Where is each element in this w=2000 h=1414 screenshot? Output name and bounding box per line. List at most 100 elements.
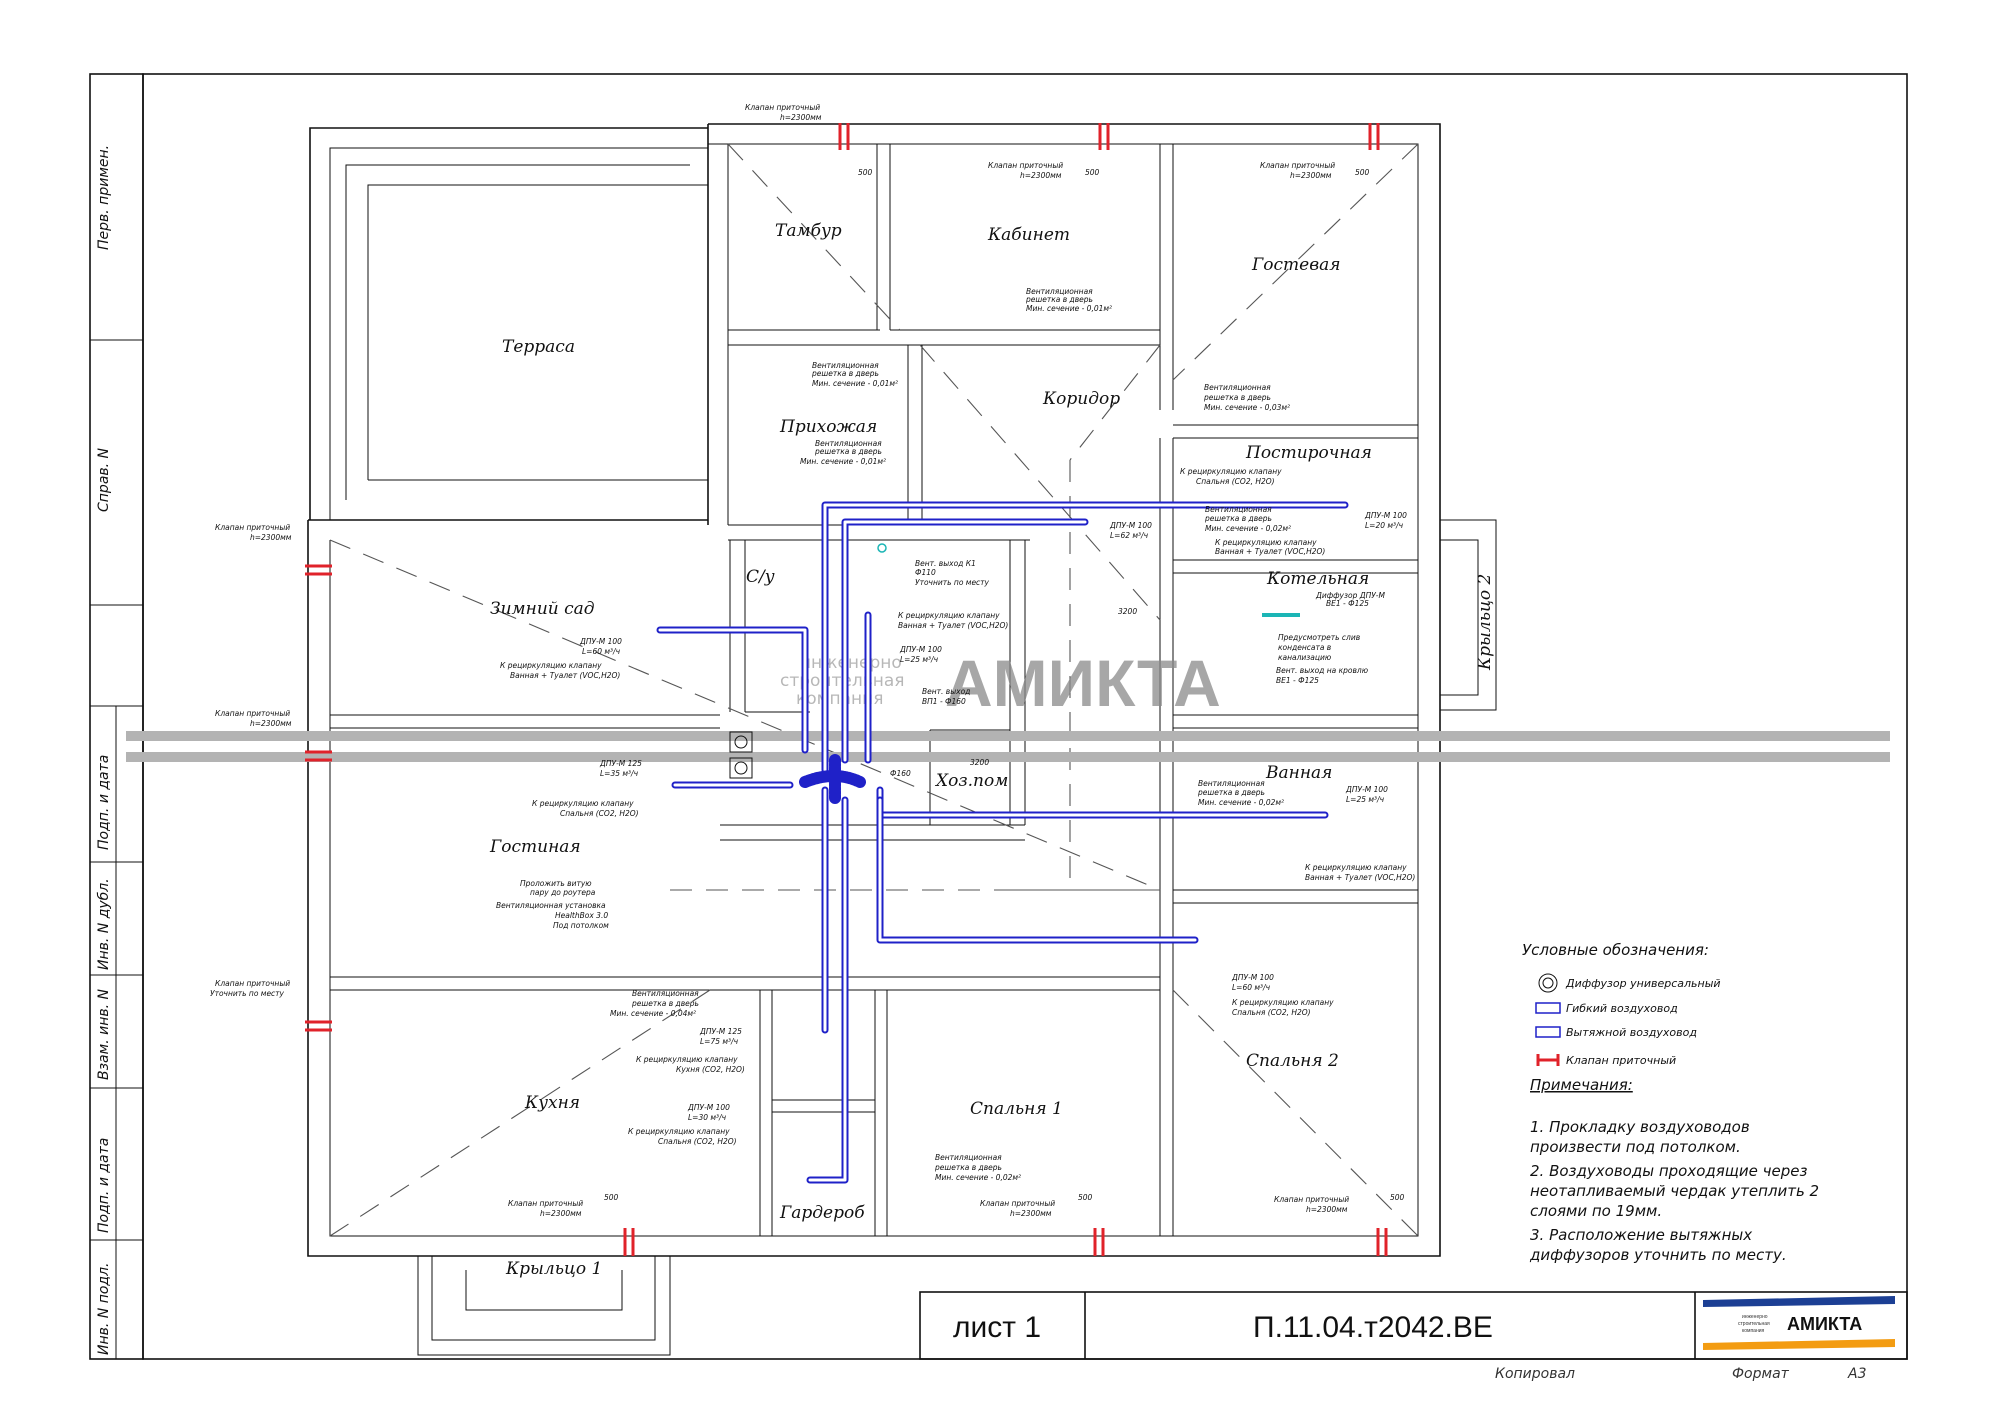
svg-text:500: 500 xyxy=(1355,168,1370,177)
sheet-number: лист 1 xyxy=(953,1311,1041,1344)
svg-text:Клапан приточный: Клапан приточный xyxy=(988,161,1063,170)
svg-text:строительная: строительная xyxy=(1738,1321,1770,1327)
svg-text:Клапан приточный: Клапан приточный xyxy=(215,979,290,988)
watermark-line3: компания xyxy=(796,689,883,709)
svg-text:решетка в дверь: решетка в дверь xyxy=(934,1163,1002,1172)
legend-diffuser: Диффузор универсальный xyxy=(1565,977,1721,990)
annotations: Клапан приточный h=2300мм 500 Клапан при… xyxy=(210,103,1415,1218)
svg-text:канализацию: канализацию xyxy=(1278,653,1331,662)
svg-text:1. Прокладку воздуховодов: 1. Прокладку воздуховодов xyxy=(1530,1118,1750,1136)
room-boiler: Котельная xyxy=(1266,569,1369,589)
svg-text:Ф160: Ф160 xyxy=(890,769,911,778)
svg-text:К рециркуляцию клапану: К рециркуляцию клапану xyxy=(1180,467,1282,476)
svg-text:решетка в дверь: решетка в дверь xyxy=(811,369,879,378)
room-porch2: Крыльцо 2 xyxy=(1475,574,1495,671)
svg-text:h=2300мм: h=2300мм xyxy=(780,113,822,122)
copied-label: Копировал xyxy=(1495,1366,1575,1382)
supply-valve-legend-icon xyxy=(1536,1054,1560,1066)
valve-left-3 xyxy=(305,1020,332,1032)
svg-text:L=35 м³/ч: L=35 м³/ч xyxy=(600,769,639,778)
svg-text:Мин. сечение - 0,01м²: Мин. сечение - 0,01м² xyxy=(812,379,898,388)
svg-text:L=20 м³/ч: L=20 м³/ч xyxy=(1365,521,1404,530)
svg-text:Мин. сечение - 0,02м²: Мин. сечение - 0,02м² xyxy=(935,1173,1021,1182)
room-corridor: Коридор xyxy=(1042,389,1120,409)
room-wc: С/у xyxy=(746,567,775,587)
svg-text:Диффузор ДПУ-М: Диффузор ДПУ-М xyxy=(1315,591,1385,600)
format-label: Формат xyxy=(1732,1366,1790,1382)
svg-text:Мин. сечение - 0,02м²: Мин. сечение - 0,02м² xyxy=(1198,798,1284,807)
stamp-vzam-inv: Взам. инв. N xyxy=(96,989,112,1080)
svg-text:К рециркуляцию клапану: К рециркуляцию клапану xyxy=(532,799,634,808)
svg-text:Мин. сечение - 0,02м²: Мин. сечение - 0,02м² xyxy=(1205,524,1291,533)
svg-text:Спальня (CO2, H2O): Спальня (CO2, H2O) xyxy=(1232,1008,1311,1017)
legend-exhaust-duct: Вытяжной воздуховод xyxy=(1566,1026,1697,1039)
svg-text:Клапан приточный: Клапан приточный xyxy=(215,523,290,532)
svg-text:Предусмотреть слив: Предусмотреть слив xyxy=(1278,633,1360,642)
exhaust-duct-legend-icon xyxy=(1535,1026,1561,1038)
svg-text:конденсата в: конденсата в xyxy=(1278,643,1331,652)
svg-text:Ванная + Туалет (VOC,H2O): Ванная + Туалет (VOC,H2O) xyxy=(1215,547,1325,556)
svg-text:L=30 м³/ч: L=30 м³/ч xyxy=(688,1113,727,1122)
svg-text:решетка в дверь: решетка в дверь xyxy=(1204,514,1272,523)
svg-text:L=60 м³/ч: L=60 м³/ч xyxy=(582,647,621,656)
room-cabinet: Кабинет xyxy=(987,225,1070,245)
svg-text:Кухня (CO2, H2O): Кухня (CO2, H2O) xyxy=(676,1065,745,1074)
svg-text:решетка в дверь: решетка в дверь xyxy=(631,999,699,1008)
stamp-podp-data: Подп. и дата xyxy=(96,755,112,850)
svg-text:Ванная + Туалет (VOC,H2O): Ванная + Туалет (VOC,H2O) xyxy=(1305,873,1415,882)
svg-text:ДПУ-М 125: ДПУ-М 125 xyxy=(599,759,642,768)
svg-text:500: 500 xyxy=(858,168,873,177)
svg-text:500: 500 xyxy=(604,1193,619,1202)
stamp-inv-podl: Инв. N подл. xyxy=(96,1263,112,1356)
svg-text:2. Воздуховоды проходящие: 2. Воздуховоды проходящие через xyxy=(1530,1162,1807,1180)
room-laundry: Постирочная xyxy=(1245,443,1372,463)
svg-text:Вентиляционная: Вентиляционная xyxy=(815,439,882,448)
legend-flex-duct: Гибкий воздуховод xyxy=(1566,1002,1678,1015)
drawing-code: П.11.04.т2042.ВЕ xyxy=(1253,1311,1493,1344)
svg-text:Клапан приточный: Клапан приточный xyxy=(1260,161,1335,170)
svg-text:произвести под потолком.: произвести под потолком. xyxy=(1530,1138,1741,1156)
svg-text:компания: компания xyxy=(1742,1328,1765,1334)
room-utility: Хоз.пом xyxy=(934,771,1008,791)
svg-text:Мин. сечение - 0,01м²: Мин. сечение - 0,01м² xyxy=(800,457,886,466)
legend: Условные обозначения: Диффузор универсал… xyxy=(1522,941,1721,1067)
room-wardrobe: Гардероб xyxy=(779,1203,865,1223)
format-value: А3 xyxy=(1847,1366,1866,1382)
diffuser-legend-icon xyxy=(1538,973,1558,993)
valve-top-1 xyxy=(838,123,850,150)
valve-left-2 xyxy=(305,750,332,762)
svg-text:h=2300мм: h=2300мм xyxy=(1010,1209,1052,1218)
svg-text:Вентиляционная: Вентиляционная xyxy=(632,989,699,998)
svg-text:3200: 3200 xyxy=(970,758,989,767)
svg-text:h=2300мм: h=2300мм xyxy=(540,1209,582,1218)
svg-text:Вент. выход: Вент. выход xyxy=(922,687,970,696)
svg-text:L=25 м³/ч: L=25 м³/ч xyxy=(900,655,939,664)
title-block: лист 1 П.11.04.т2042.ВЕ Копировал Формат… xyxy=(919,1291,1908,1382)
supply-valves xyxy=(305,123,1388,1256)
svg-text:500: 500 xyxy=(1390,1193,1405,1202)
flex-duct-legend-icon xyxy=(1535,1002,1561,1014)
svg-text:Ванная + Туалет (VOC,H2O): Ванная + Туалет (VOC,H2O) xyxy=(510,671,620,680)
svg-text:L=75 м³/ч: L=75 м³/ч xyxy=(700,1037,739,1046)
svg-text:ВП1 - Ф160: ВП1 - Ф160 xyxy=(922,697,966,706)
svg-text:h=2300мм: h=2300мм xyxy=(1306,1205,1348,1214)
watermark-brand: АМИКТА xyxy=(945,646,1221,720)
svg-text:диффузоров уточнить по месту.: диффузоров уточнить по месту. xyxy=(1529,1246,1787,1264)
valve-bottom-2 xyxy=(1093,1228,1105,1256)
room-kitchen: Кухня xyxy=(524,1093,580,1113)
svg-text:ДПУ-М 125: ДПУ-М 125 xyxy=(699,1027,742,1036)
svg-text:К рециркуляцию клапану: К рециркуляцию клапану xyxy=(1305,863,1407,872)
walls xyxy=(307,123,1497,1356)
watermark: АМИКТА инженерно строительная компания xyxy=(780,646,1221,720)
legend-title: Условные обозначения: xyxy=(1522,941,1709,959)
room-labels: Терраса Тамбур Кабинет Гостевая Прихожая… xyxy=(489,221,1495,1279)
legend-supply-valve: Клапан приточный xyxy=(1566,1054,1676,1067)
svg-text:ДПУ-М 100: ДПУ-М 100 xyxy=(1109,521,1152,530)
svg-text:Вентиляционная: Вентиляционная xyxy=(1198,779,1265,788)
svg-text:L=62 м³/ч: L=62 м³/ч xyxy=(1110,531,1149,540)
svg-text:Вентиляционная: Вентиляционная xyxy=(1205,505,1272,514)
room-bedroom1: Спальня 1 xyxy=(970,1099,1063,1119)
svg-text:h=2300мм: h=2300мм xyxy=(1290,171,1332,180)
svg-text:Вентиляционная установка: Вентиляционная установка xyxy=(496,901,606,910)
svg-text:ВЕ1 - Ф125: ВЕ1 - Ф125 xyxy=(1326,599,1369,608)
